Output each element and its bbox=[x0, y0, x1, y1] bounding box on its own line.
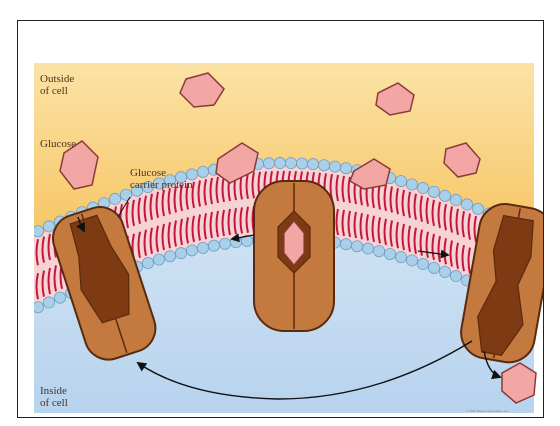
phospholipid-head bbox=[329, 161, 340, 172]
phospholipid-head bbox=[417, 258, 428, 269]
phospholipid-head bbox=[450, 194, 461, 205]
phospholipid-head bbox=[428, 262, 439, 273]
phospholipid-head bbox=[472, 203, 483, 214]
phospholipid-head bbox=[285, 157, 296, 168]
phospholipid-head bbox=[32, 226, 43, 237]
phospholipid-head bbox=[351, 241, 362, 252]
phospholipid-head bbox=[417, 182, 428, 193]
phospholipid-head bbox=[54, 292, 65, 303]
phospholipid-head bbox=[384, 248, 395, 259]
phospholipid-head bbox=[362, 243, 373, 254]
phospholipid-head bbox=[153, 254, 164, 265]
phospholipid-head bbox=[186, 245, 197, 256]
phospholipid-head bbox=[439, 190, 450, 201]
phospholipid-head bbox=[43, 221, 54, 232]
phospholipid-head bbox=[296, 158, 307, 169]
phospholipid-head bbox=[274, 157, 285, 168]
phospholipid-head bbox=[406, 179, 417, 190]
phospholipid-head bbox=[197, 242, 208, 253]
inside-of-cell-label: Inside of cell bbox=[40, 385, 68, 409]
phospholipid-head bbox=[395, 175, 406, 186]
phospholipid-head bbox=[197, 166, 208, 177]
phospholipid-head bbox=[428, 186, 439, 197]
copyright-notice: © 2001 Sinauer Associates, Inc. bbox=[466, 409, 509, 413]
phospholipid-head bbox=[450, 270, 461, 281]
figure-frame: Outside of cell Glucose Glucose carrier … bbox=[17, 20, 544, 418]
glucose-label: Glucose bbox=[40, 138, 76, 150]
phospholipid-head bbox=[340, 239, 351, 250]
outside-of-cell-label: Outside of cell bbox=[40, 73, 74, 97]
phospholipid-head bbox=[263, 158, 274, 169]
phospholipid-head bbox=[340, 163, 351, 174]
phospholipid-head bbox=[219, 238, 230, 249]
phospholipid-head bbox=[43, 297, 54, 308]
phospholipid-head bbox=[109, 193, 120, 204]
glucose-carrier-protein-label: Glucose carrier protein bbox=[130, 167, 193, 191]
phospholipid-head bbox=[318, 160, 329, 171]
phospholipid-head bbox=[395, 251, 406, 262]
phospholipid-head bbox=[142, 257, 153, 268]
phospholipid-head bbox=[164, 251, 175, 262]
phospholipid-head bbox=[461, 199, 472, 210]
glucose-transport-diagram bbox=[18, 21, 543, 417]
phospholipid-head bbox=[406, 255, 417, 266]
phospholipid-head bbox=[208, 240, 219, 251]
carrier-protein-center-icon bbox=[254, 181, 334, 331]
phospholipid-head bbox=[307, 159, 318, 170]
phospholipid-head bbox=[32, 302, 43, 313]
phospholipid-head bbox=[175, 248, 186, 259]
phospholipid-head bbox=[373, 246, 384, 257]
phospholipid-head bbox=[439, 266, 450, 277]
